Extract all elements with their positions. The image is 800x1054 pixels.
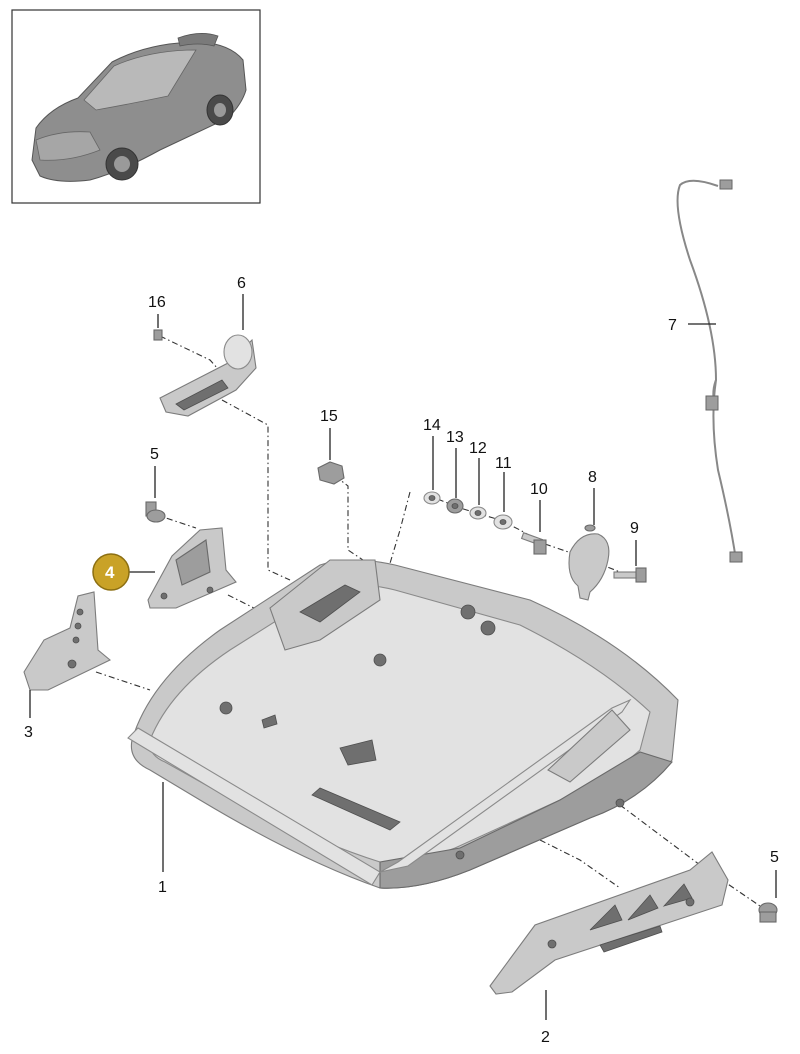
pin-10[interactable] [520,532,547,555]
seat-lever-trim[interactable] [159,334,257,417]
vehicle-thumbnail[interactable] [11,9,261,204]
screw-16[interactable] [153,329,163,341]
callout-3[interactable]: 3 [24,724,33,741]
washer-13[interactable] [446,498,464,514]
wiring-harness[interactable] [676,179,743,563]
callout-8[interactable]: 8 [588,469,597,486]
callout-10[interactable]: 10 [530,481,548,498]
bracket-selected[interactable] [147,527,237,609]
washer-11[interactable] [493,514,513,530]
callout-9[interactable]: 9 [630,520,639,537]
callout-14[interactable]: 14 [423,417,441,434]
callout-6[interactable]: 6 [237,275,246,292]
callout-5-upper[interactable]: 5 [150,446,159,463]
nut-15[interactable] [317,461,345,485]
callout-11[interactable]: 11 [495,455,512,472]
leader-lines [29,294,777,1020]
adjustment-motor[interactable] [568,524,610,601]
washer-12[interactable] [469,506,487,520]
bracket-right[interactable] [489,851,729,995]
sports-car-icon [31,33,247,182]
screw-upper[interactable] [145,501,166,523]
callout-15[interactable]: 15 [320,408,338,425]
callout-1[interactable]: 1 [158,879,167,896]
callout-2[interactable]: 2 [541,1029,550,1046]
callout-12[interactable]: 12 [469,440,487,457]
seat-frame[interactable] [127,559,679,889]
callout-16[interactable]: 16 [148,294,166,311]
callout-7[interactable]: 7 [668,317,677,334]
callout-5-lower[interactable]: 5 [770,849,779,866]
callout-13[interactable]: 13 [446,429,464,446]
callout-labels: 1 2 3 4 5 5 6 7 8 9 10 11 12 13 14 15 16 [24,275,779,1046]
screw-lower[interactable] [758,902,778,923]
washer-14[interactable] [423,491,441,505]
callout-4: 4 [105,563,115,582]
bracket-left[interactable] [23,591,112,691]
bolt-9[interactable] [613,567,647,583]
callout-4-selected[interactable]: 4 [92,553,130,591]
